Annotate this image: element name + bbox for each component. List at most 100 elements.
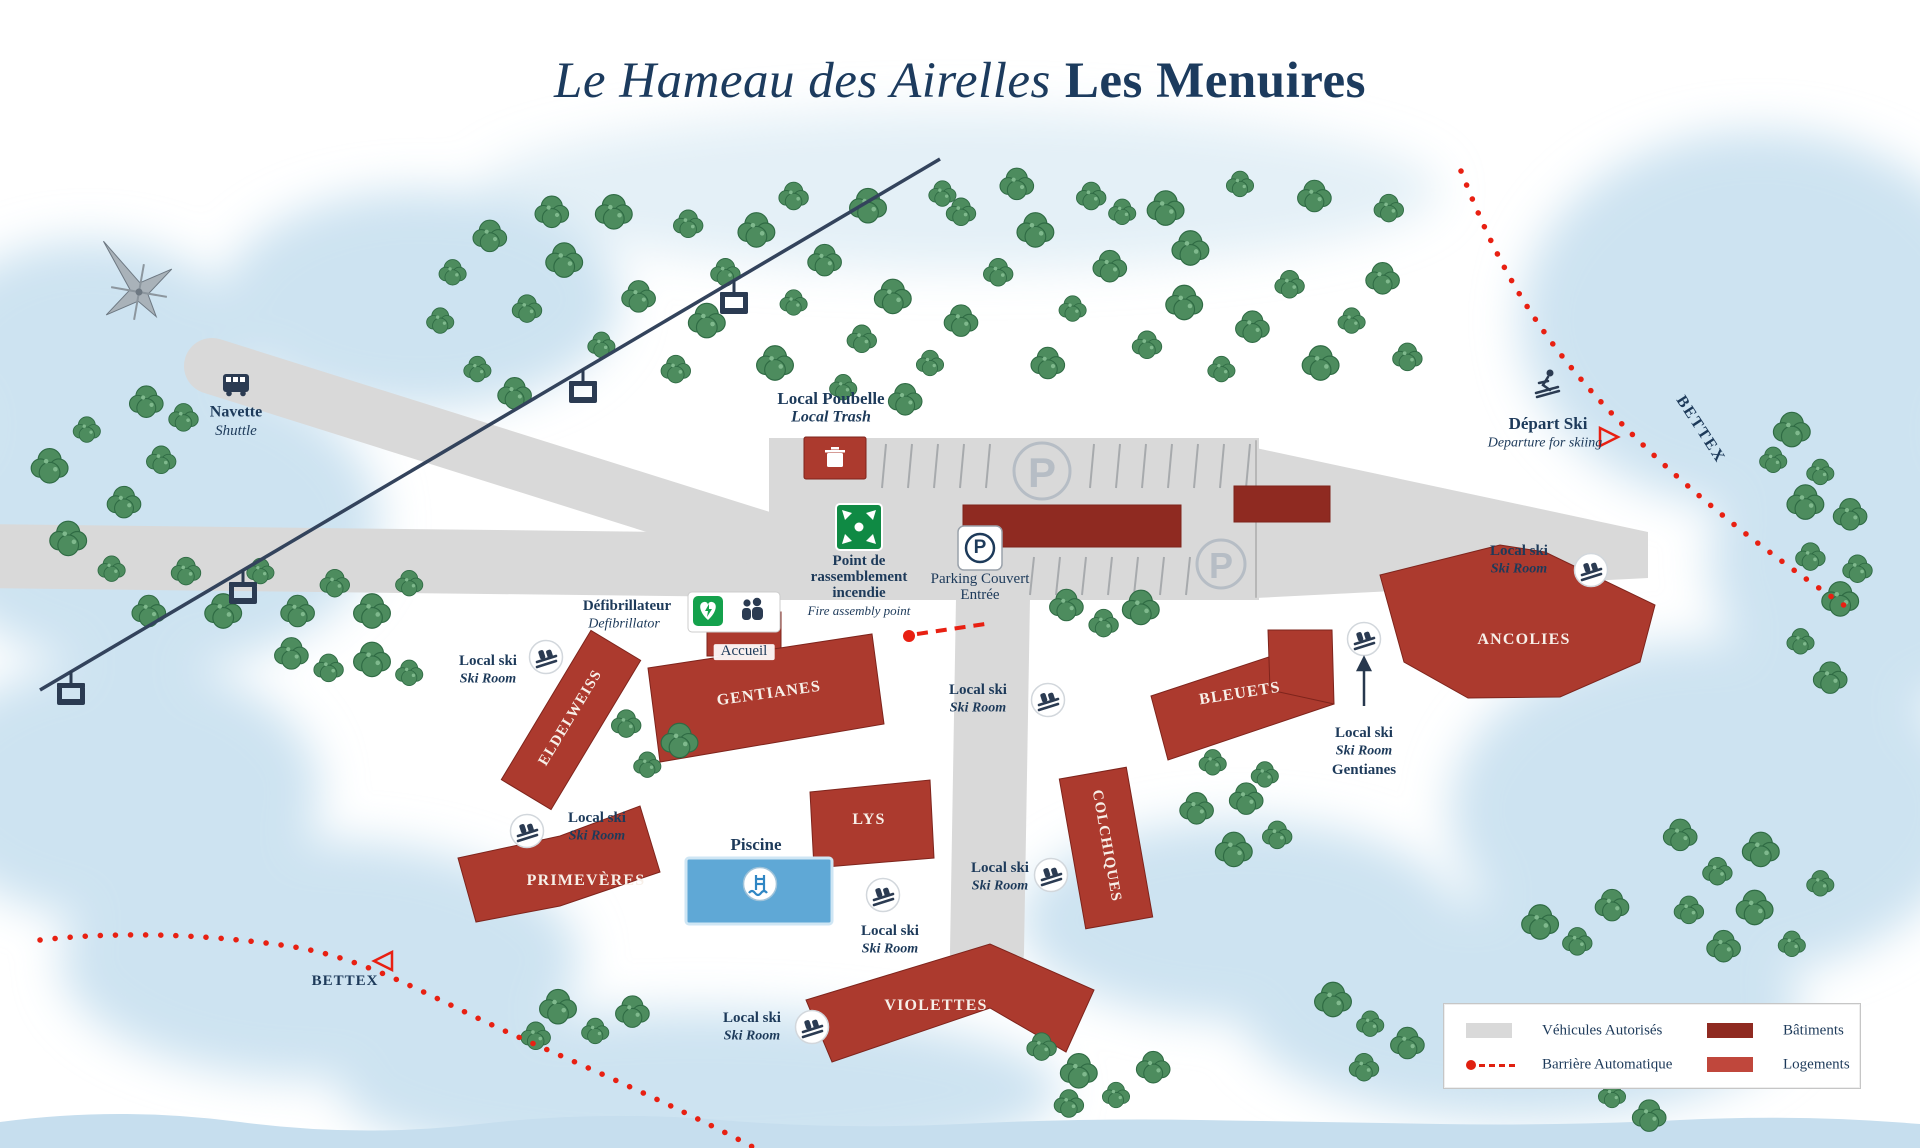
tree-icon (1101, 1081, 1131, 1109)
legend-swatch-logements (1707, 1057, 1753, 1072)
ski-room-icon (794, 1009, 830, 1045)
tree-icon (710, 258, 741, 287)
compass-rose-icon (102, 240, 173, 321)
legend-label-batiments: Bâtiments (1783, 1022, 1844, 1039)
tree-icon (887, 383, 923, 416)
fire-assembly-label-3: incendie (832, 585, 886, 602)
buildings (457, 436, 1656, 1063)
tree-icon (1179, 792, 1214, 825)
tree-icon (915, 349, 945, 377)
local-ski-label: Local ski (1335, 725, 1393, 742)
fire-assembly-icon (835, 503, 883, 551)
tree-icon (873, 278, 912, 315)
arrow-up-icon (1355, 655, 1373, 706)
tree-icon (1207, 355, 1236, 383)
navette-label-fr: Navette (209, 403, 263, 421)
reception-people-icon (742, 597, 763, 620)
tree-icon (779, 289, 808, 316)
legend: Véhicules Autorisés Barrière Automatique… (1443, 1003, 1861, 1089)
ski-room-label: Ski Room (568, 828, 626, 844)
local-ski-label: Local ski (1490, 543, 1548, 560)
piscine-label: Piscine (730, 835, 782, 855)
local-ski-label: Local ski (861, 923, 919, 940)
trash-icon (825, 447, 845, 467)
ski-room-label: Ski Room (861, 941, 919, 957)
parking-couvert-icon (957, 525, 1003, 571)
bottom-snow-bank (0, 1114, 1920, 1148)
defibrillator-icon (693, 596, 723, 626)
building-label-violettes: VIOLETTES (884, 997, 988, 1014)
tree-icon (846, 324, 877, 354)
building-colchiques (1058, 766, 1154, 930)
tree-icon (1235, 310, 1270, 343)
reception-card (687, 591, 781, 633)
tree-icon (1131, 330, 1163, 360)
local-ski-label: Local ski (568, 810, 626, 827)
legend-label-vehicules: Véhicules Autorisés (1542, 1022, 1663, 1039)
ski-room-icon (1346, 621, 1382, 657)
building-eldelweiss (500, 629, 642, 811)
building-lys (809, 779, 935, 869)
route-bettex-south (37, 932, 761, 1148)
route-bettex-north (1458, 168, 1851, 611)
tree-icon (1337, 307, 1366, 334)
legend-label-logements: Logements (1783, 1056, 1850, 1073)
dotted-routes (37, 168, 1851, 1148)
local-ski-gentianes-label: Gentianes (1331, 762, 1397, 779)
local-ski-label: Local ski (723, 1010, 781, 1027)
tree-icon (1088, 608, 1119, 638)
fire-assembly-label-2: rassemblement (810, 569, 908, 586)
building-bleuets-wing (1267, 629, 1335, 705)
local-poubelle-label-en: Local Trash (791, 408, 871, 426)
tree-icon (395, 659, 424, 686)
pool-icon (742, 866, 778, 902)
skier-icon (1534, 369, 1561, 399)
fire-assembly-label-en: Fire assembly point (807, 603, 911, 619)
tree-icon (1274, 270, 1305, 299)
tree-icon (1135, 1050, 1171, 1084)
ski-room-label: Ski Room (723, 1028, 781, 1044)
title-italic: Le Hameau des Airelles (554, 53, 1051, 109)
tree-icon (1365, 262, 1400, 295)
local-ski-label: Local ski (459, 653, 517, 670)
ski-lift (39, 157, 941, 705)
defibrillateur-label-en: Defibrillator (588, 616, 660, 632)
parking-letter-small: P (1208, 545, 1234, 586)
tree-icon (633, 751, 662, 778)
parking-couvert-label-2: Entrée (960, 587, 1000, 604)
legend-swatch-vehicules (1466, 1023, 1512, 1038)
tree-icon (660, 354, 691, 384)
building-label-lys: LYS (852, 811, 886, 828)
building-service (1233, 485, 1331, 523)
parking-couvert-label-1: Parking Couvert (930, 571, 1030, 588)
local-ski-label: Local ski (949, 682, 1007, 699)
tree-icon (1250, 761, 1279, 788)
accueil-label: Accueil (713, 643, 775, 660)
tree-icon (1198, 749, 1227, 776)
tree-icon (353, 593, 391, 629)
tree-icon (756, 345, 794, 381)
legend-swatch-batiments (1707, 1023, 1753, 1038)
ski-room-label: Ski Room (1490, 561, 1548, 577)
ski-room-icon (509, 813, 545, 849)
ski-room-label: Ski Room (459, 671, 517, 687)
ski-room-icon (528, 639, 564, 675)
ski-room-label: Ski Room (971, 878, 1029, 894)
tree-icon (313, 653, 344, 683)
tree-icon (1058, 295, 1087, 322)
defibrillateur-label-fr: Défibrillateur (582, 598, 672, 615)
tree-icon (1228, 782, 1264, 815)
legend-label-barriere: Barrière Automatique (1542, 1056, 1673, 1073)
legend-barrier-icon (1466, 1060, 1515, 1070)
building-violettes (805, 943, 1095, 1063)
tree-icon (621, 280, 656, 313)
tree-icon (1301, 345, 1340, 381)
tree-icon (353, 641, 391, 678)
bus-icon (223, 374, 249, 397)
building-label-ancolies: ANCOLIES (1477, 631, 1571, 648)
tree-icon (943, 304, 979, 337)
title-bold: Les Menuires (1064, 53, 1366, 109)
bettex-label-south: BETTEX (311, 973, 379, 990)
